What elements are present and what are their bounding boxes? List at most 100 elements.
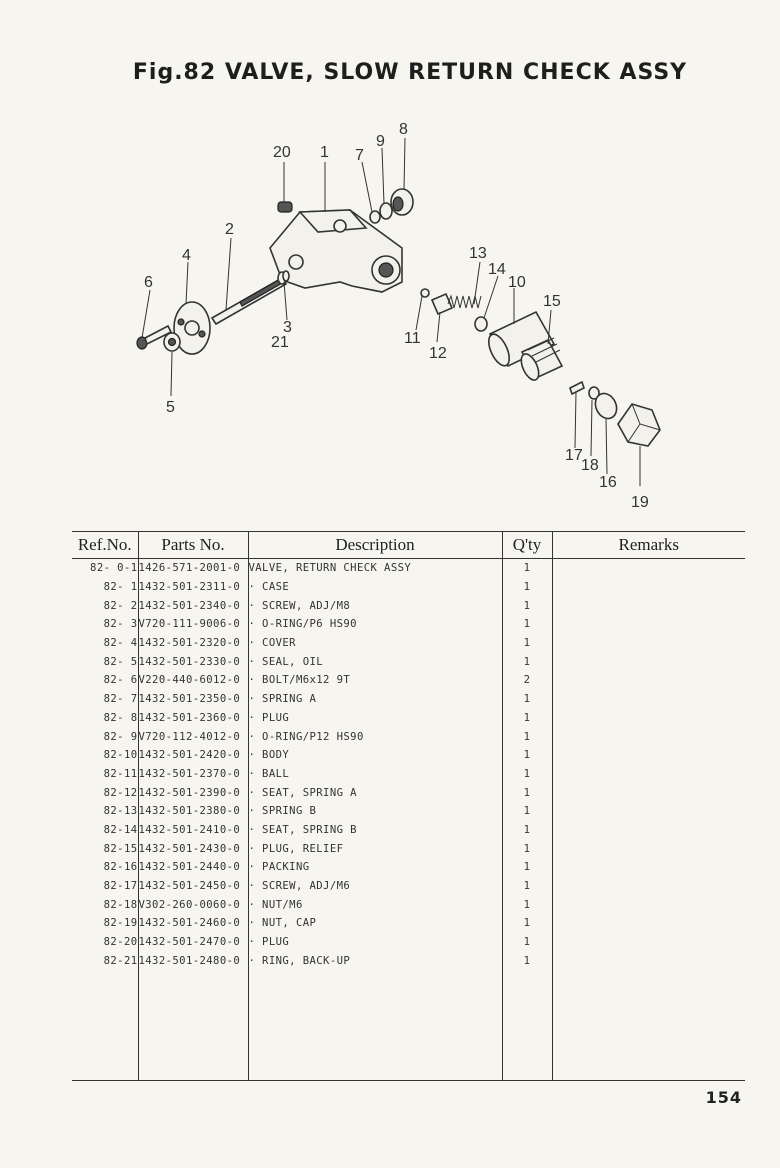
callout-2: 2 [225, 221, 234, 238]
qty-cell: 1 [501, 764, 552, 784]
qty-cell: 1 [501, 558, 552, 578]
ref-no-cell: 82- 6 [103, 674, 138, 687]
callout-9: 9 [376, 133, 385, 150]
remarks-cell [551, 895, 745, 915]
o-ring-9-part [379, 202, 393, 220]
header-parts-no: Parts No. [137, 531, 248, 559]
header-qty: Q'ty [501, 531, 552, 559]
ref-no-cell: 82- 9 [103, 730, 138, 743]
ref-no-cell: 82-17 [103, 880, 138, 893]
ref-no-cell: 82-13 [103, 805, 138, 818]
description-cell: · SCREW, ADJ/M8 [247, 596, 502, 616]
remarks-cell [551, 932, 745, 952]
callout-4: 4 [182, 247, 191, 264]
ref-no-cell: 82- 7 [103, 693, 138, 706]
plug-20-part [277, 201, 293, 213]
description-cell: · BODY [247, 745, 502, 765]
qty-cell: 1 [501, 783, 552, 802]
parts-no-cell: 1426-571-2001-0 [137, 558, 248, 578]
ref-no-cell: 82- 8 [103, 711, 138, 724]
spring-7-part [369, 210, 381, 224]
remarks-cell [551, 801, 745, 821]
remarks-cell [551, 596, 745, 616]
remarks-cell [551, 876, 745, 896]
ref-no-cell: 82-19 [103, 917, 138, 930]
empty-cell [247, 970, 502, 1082]
description-cell: · SEAT, SPRING A [247, 783, 502, 802]
header-remarks: Remarks [551, 531, 745, 559]
qty-cell: 1 [501, 708, 552, 728]
empty-cell [501, 970, 552, 1082]
qty-cell: 1 [501, 745, 552, 765]
plug-8-part [390, 188, 414, 216]
qty-cell: 1 [501, 727, 552, 746]
screw-adj-2-part [210, 271, 288, 326]
ref-no-cell: 82-18 [103, 898, 138, 911]
qty-cell: 1 [501, 876, 552, 896]
parts-no-cell: 1432-501-2430-0 [137, 839, 248, 858]
remarks-cell [551, 727, 745, 746]
remarks-cell [551, 783, 745, 802]
callout-7: 7 [355, 147, 364, 164]
remarks-cell [551, 671, 745, 690]
remarks-cell [551, 615, 745, 634]
parts-no-cell: V302-260-0060-0 [137, 895, 248, 915]
qty-cell: 1 [501, 895, 552, 915]
ref-no-cell: 82-10 [103, 749, 138, 762]
parts-list-table: Ref.No. Parts No. Description Q'ty Remar… [72, 531, 745, 1082]
remarks-cell [551, 745, 745, 765]
callout-6: 6 [144, 274, 153, 291]
case-part [269, 209, 403, 293]
callout-15: 15 [543, 293, 561, 310]
callout-5: 5 [166, 399, 175, 416]
ref-no-cell: 82-12 [103, 786, 138, 799]
ref-no-cell: 82-16 [103, 861, 138, 874]
remarks-cell [551, 858, 745, 877]
description-cell: VALVE, RETURN CHECK ASSY [247, 558, 502, 578]
parts-no-cell: 1432-501-2320-0 [137, 633, 248, 653]
page-number: 154 [705, 1088, 742, 1107]
callout-19: 19 [631, 494, 649, 511]
ref-no-cell: 82-15 [103, 842, 138, 855]
description-cell: · SEAL, OIL [247, 652, 502, 672]
description-cell: · RING, BACK-UP [247, 951, 502, 971]
empty-cell [72, 970, 138, 1082]
qty-cell: 1 [501, 839, 552, 858]
parts-no-cell: 1432-501-2370-0 [137, 764, 248, 784]
table-header-row: Ref.No. Parts No. Description Q'ty Remar… [72, 531, 745, 559]
empty-cell [137, 970, 248, 1082]
cap-nut-part [617, 403, 661, 447]
callout-8: 8 [399, 121, 408, 138]
description-cell: · BALL [247, 764, 502, 784]
ref-no-cell: 82- 2 [103, 599, 138, 612]
callout-21: 21 [271, 334, 289, 351]
callout-17: 17 [565, 447, 583, 464]
ref-no-cell: 82- 5 [103, 655, 138, 668]
description-cell: · PLUG [247, 708, 502, 728]
qty-cell: 1 [501, 577, 552, 597]
remarks-cell [551, 558, 745, 578]
qty-cell: 1 [501, 820, 552, 840]
callout-10: 10 [508, 274, 526, 291]
nut-m6-part [588, 386, 600, 400]
qty-cell: 1 [501, 932, 552, 952]
callout-11: 11 [404, 330, 421, 347]
qty-cell: 1 [501, 801, 552, 821]
callout-1: 1 [320, 144, 329, 161]
description-cell: · CASE [247, 577, 502, 597]
qty-cell: 1 [501, 914, 552, 933]
remarks-cell [551, 820, 745, 840]
seat-spring-b-part [474, 316, 488, 332]
